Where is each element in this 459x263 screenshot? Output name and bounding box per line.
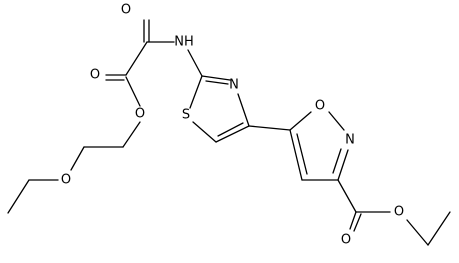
bond-ester-c-o-double-b [353, 213, 362, 232]
bond-thz-c2-n3-a [201, 75, 231, 81]
atom-ethyl-ester-oxygen: O [394, 205, 404, 220]
bond-thz-c4-c5-b [217, 122, 244, 137]
bond-thz-c2-n3-b [205, 80, 229, 85]
bond-ch2-ch3 [7, 179, 30, 214]
bond-layer [7, 19, 451, 246]
bond-isox-c4-c5-b [296, 133, 308, 175]
bond-ester-ch2-ch3 [427, 211, 451, 246]
atom-amide-oxygen: O [121, 3, 131, 18]
bond-thz-n3-c4 [237, 93, 250, 127]
bond-isox-c4-c5-a [289, 129, 303, 181]
bond-c2-oester [125, 76, 141, 107]
bond-isox-n2-c3-b [332, 148, 342, 174]
bond-thz-c4-c5-a [215, 125, 250, 143]
bond-thz-isox [248, 125, 291, 131]
atom-ethyl-ester-carbonyl-oxygen: O [341, 233, 351, 248]
atom-isoxazole-nitrogen: N [345, 133, 355, 148]
bond-ester-o-ch2 [406, 219, 429, 246]
atom-ether-oxygen: O [61, 173, 71, 188]
bond-isox-c5-o1 [289, 111, 312, 131]
atom-thiazole-nitrogen: N [229, 78, 239, 93]
bond-isox-ester-c [337, 179, 357, 213]
atom-isoxazole-oxygen: O [315, 99, 325, 114]
bond-nh-thz-c2 [187, 49, 203, 77]
bond-ester-c-o-double-a [349, 211, 357, 230]
bond-ch2-oether [70, 146, 85, 171]
atom-label-layer: O NH O O O N S O N O O [61, 3, 404, 248]
atom-amide-nitrogen: NH [174, 35, 194, 50]
atom-thiazole-sulfur: S [182, 108, 190, 123]
atom-ester-oxygen: O [135, 107, 145, 122]
bond-isox-n2-c3-a [337, 149, 349, 181]
bond-c1-c2 [125, 41, 148, 76]
bond-thz-s1-c2 [189, 75, 203, 109]
bond-oester-ch2 [122, 121, 141, 148]
bond-thz-c5-s1 [192, 121, 217, 143]
bond-isox-o1-n2 [328, 111, 345, 131]
atom-ester-carbonyl-oxygen: O [90, 68, 100, 83]
